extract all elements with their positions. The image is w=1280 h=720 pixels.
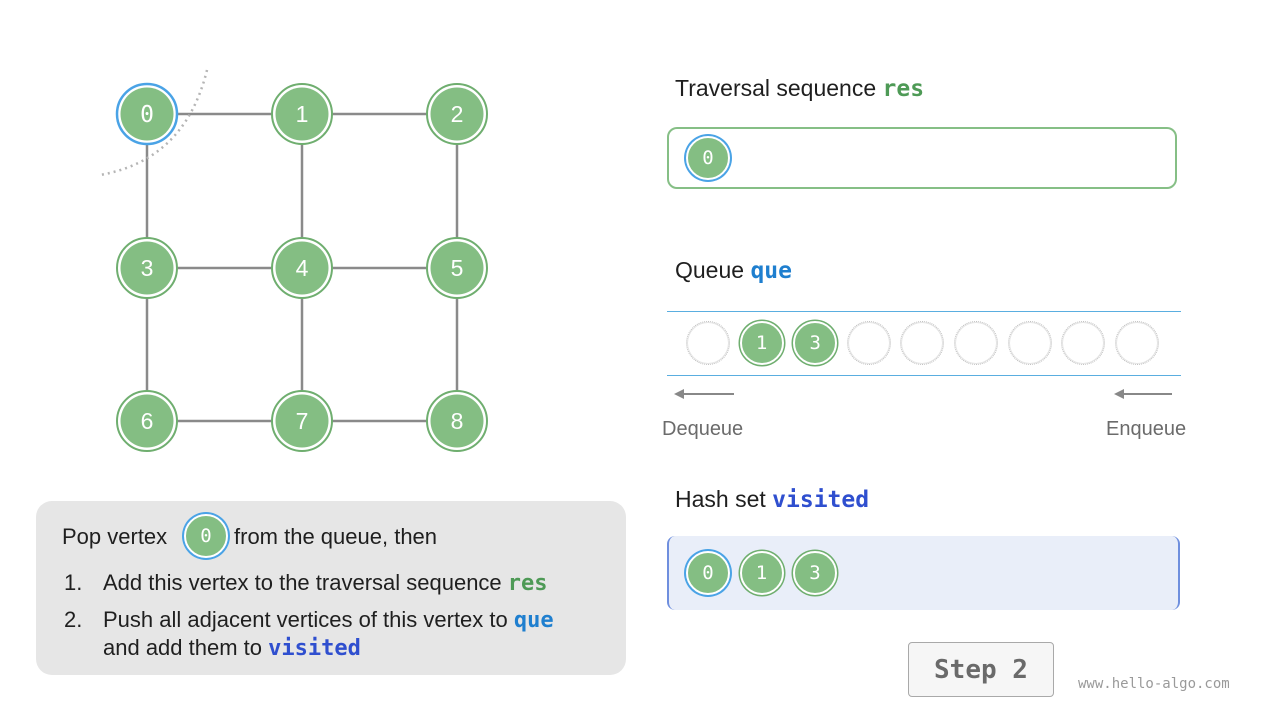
graph-vertex-2: 2 — [426, 83, 488, 145]
queue-empty-slot — [1061, 321, 1106, 365]
explanation-intro-tail: from the queue, then — [234, 524, 438, 549]
graph-vertex-label: 6 — [141, 408, 154, 434]
graph-vertex-label: 0 — [140, 102, 154, 128]
graph-vertex-1: 1 — [271, 83, 333, 145]
graph-vertex-5: 5 — [426, 237, 488, 299]
step-button[interactable]: Step 2 — [908, 642, 1054, 697]
graph-vertex-label: 3 — [141, 255, 154, 281]
step1-number: 1. — [64, 570, 83, 595]
queue-empty-slot — [900, 321, 945, 365]
queue-title: Queue que — [675, 257, 792, 284]
graph-vertex-label: 5 — [451, 255, 464, 281]
dequeue-arrow-icon — [674, 389, 734, 399]
step2-number: 2. — [64, 607, 83, 632]
explanation-vertex-chip: 0 — [184, 514, 228, 558]
graph-vertex-label: 2 — [451, 101, 464, 127]
enqueue-arrow-icon — [1114, 389, 1172, 399]
explanation-panel — [36, 501, 626, 675]
graph-vertex-4: 4 — [271, 237, 333, 299]
queue-empty-slot — [1007, 321, 1052, 365]
queue-item-3: 3 — [793, 321, 838, 365]
visited-title: Hash set visited — [675, 486, 870, 513]
queue-empty-slot — [1114, 321, 1159, 365]
step1-text: Add this vertex to the traversal sequenc… — [103, 570, 548, 596]
queue-empty-slot — [846, 321, 891, 365]
graph-vertex-label: 4 — [296, 255, 309, 281]
graph-vertex-7: 7 — [271, 390, 333, 452]
graph-vertex-0: 0 — [115, 82, 179, 146]
graph-vertex-label: 1 — [296, 101, 309, 127]
popped-vertex-indicator — [99, 69, 209, 177]
step2-text-line2: and add them to visited — [103, 635, 361, 661]
enqueue-label: Enqueue — [1106, 418, 1187, 440]
dequeue-label: Dequeue — [662, 418, 744, 440]
explanation-intro: Pop vertex — [62, 524, 168, 549]
visited-item-3: 3 — [793, 551, 837, 595]
graph-vertex-6: 6 — [116, 390, 178, 452]
watermark: www.hello-algo.com — [1078, 676, 1230, 692]
queue-item-1: 1 — [739, 321, 784, 365]
res-item-0: 0 — [686, 136, 730, 180]
visited-item-0: 0 — [686, 551, 730, 595]
res-container — [667, 127, 1177, 189]
graph-vertex-label: 7 — [296, 408, 309, 434]
graph-vertex-8: 8 — [426, 390, 488, 452]
step2-text: Push all adjacent vertices of this verte… — [103, 607, 554, 633]
graph-diagram: 0 1 2 3 4 5 6 7 8 — [99, 69, 488, 452]
graph-vertex-3: 3 — [116, 237, 178, 299]
visited-item-1: 1 — [739, 551, 784, 595]
queue-empty-slot — [954, 321, 998, 365]
res-title: Traversal sequence res — [675, 75, 925, 102]
queue-empty-slot — [686, 321, 730, 365]
queue-container — [667, 311, 1181, 376]
graph-vertex-label: 8 — [451, 408, 464, 434]
